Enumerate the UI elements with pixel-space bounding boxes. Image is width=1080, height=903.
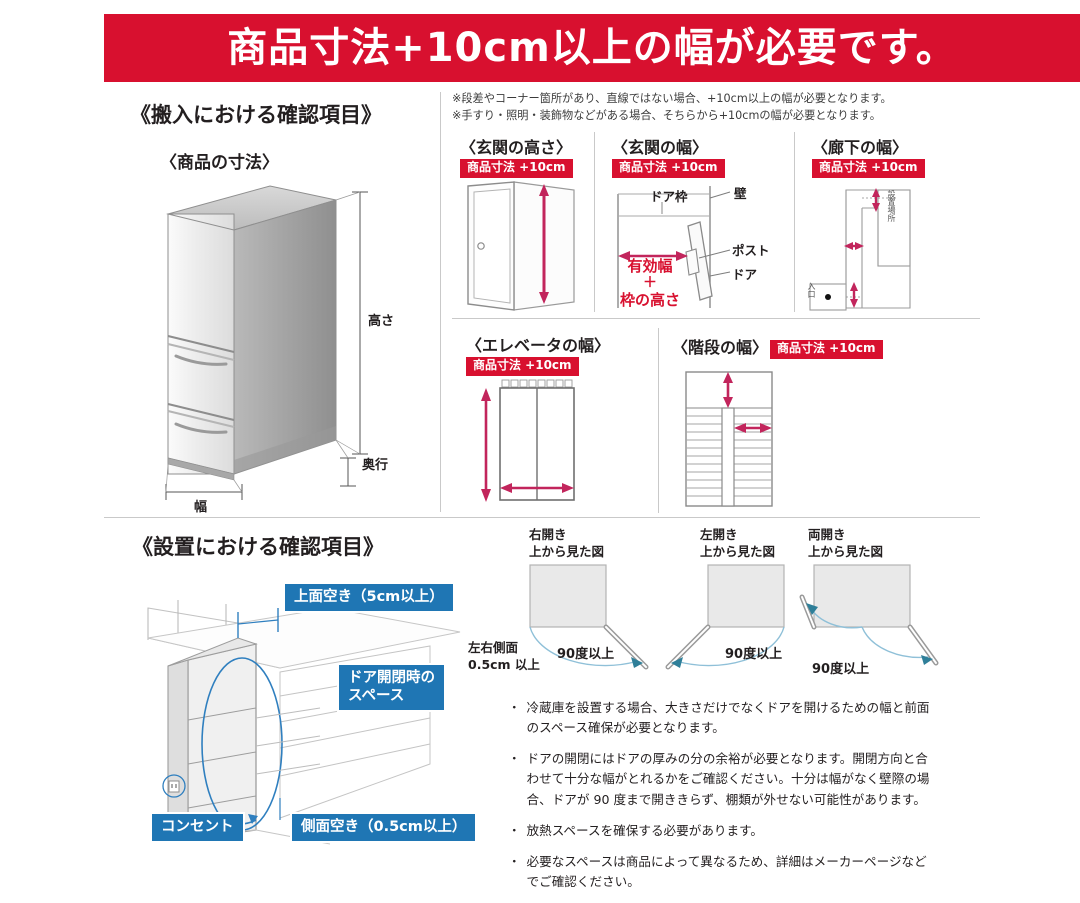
swing-both-svg	[799, 564, 939, 666]
bullet-marker: ・	[508, 700, 521, 715]
bullet-marker: ・	[508, 853, 521, 869]
install-svg	[147, 600, 461, 845]
swing-type-left: 左開き	[700, 527, 738, 542]
delivery-section-heading: 《搬入における確認項目》	[130, 103, 382, 127]
badge-elevator: 商品寸法 +10cm	[466, 357, 579, 376]
bullet-item: ・ ドアの開閉にはドアの厚みの分の余裕が必要となります。開閉方向と合わせて十分な…	[508, 749, 938, 809]
swing-title-right: 右開き上から見た図	[529, 527, 604, 561]
notes-block: ※段差やコーナー箇所があり、直線ではない場合、+10cm以上の幅が必要となります…	[452, 90, 980, 125]
install-bullet-list: ・ 冷蔵庫を設置する場合、大きさだけでなくドアを開けるための幅と前面のスペース確…	[508, 698, 938, 903]
entrance-height-svg	[467, 181, 575, 311]
diagram-swing-right	[528, 563, 658, 685]
label-install-place: 設置場所	[887, 190, 896, 222]
badge-entrance-width: 商品寸法 +10cm	[612, 159, 725, 178]
panel-title-stairs: 〈階段の幅〉	[672, 338, 769, 357]
swing-view-right: 上から見た図	[529, 543, 605, 559]
label-wall: 壁	[734, 186, 747, 201]
swing-title-both: 両開き上から見た図	[808, 527, 883, 561]
corridor-svg	[809, 188, 911, 311]
divider-vertical-entrance	[594, 132, 595, 312]
panel-title-entrance-height: 〈玄関の高さ〉	[460, 138, 573, 157]
bullet-text: 必要なスペースは商品によって異なるため、詳細はメーカーページなどでご確認ください…	[526, 853, 927, 889]
diagram-entrance-height	[452, 176, 592, 316]
badge-entrance-height: 商品寸法 +10cm	[460, 159, 573, 178]
label-height: 高さ	[368, 314, 395, 329]
divider-vertical-left	[440, 92, 441, 512]
bullet-item: ・ 放熱スペースを確保する必要があります。	[508, 821, 938, 841]
bullet-text: 冷蔵庫を設置する場合、大きさだけでなくドアを開けるための幅と前面のスペース確保が…	[526, 700, 930, 736]
label-width: 幅	[194, 500, 208, 515]
note-line-1: ※段差やコーナー箇所があり、直線ではない場合、+10cm以上の幅が必要となります…	[452, 92, 892, 105]
swing-type-right: 右開き	[529, 527, 567, 542]
divider-vertical-corridor	[794, 132, 795, 312]
fridge-svg	[165, 185, 368, 500]
diagram-install-clearances	[130, 568, 490, 852]
angle-label-left: 90度以上	[725, 647, 783, 662]
callout-outlet: コンセント	[150, 812, 245, 844]
panel-title-entrance-width: 〈玄関の幅〉	[612, 138, 709, 157]
stairs-svg	[685, 371, 773, 507]
bullet-marker: ・	[508, 822, 521, 838]
label-depth: 奥行	[362, 458, 389, 473]
panel-title-elevator: 〈エレベータの幅〉	[466, 336, 611, 355]
banner-title: 商品寸法+10cm以上の幅が必要です。	[227, 25, 957, 71]
divider-vertical-stairs	[658, 328, 659, 513]
diagram-elevator	[458, 374, 648, 510]
label-door-frame: ドア枠	[650, 189, 688, 204]
elevator-svg	[481, 379, 575, 502]
swing-type-both: 両開き	[808, 527, 846, 542]
side-clearance-note: 左右側面 0.5cm 以上	[468, 640, 540, 672]
angle-label-both: 90度以上	[812, 662, 870, 677]
callout-door-space: ドア開閉時の スペース	[337, 663, 446, 713]
diagram-swing-both	[796, 563, 946, 685]
label-plus-sign: ＋	[643, 275, 657, 291]
divider-horizontal-panels	[452, 318, 980, 319]
label-door: ドア	[732, 267, 758, 282]
note-line-2: ※手すり・照明・装飾物などがある場合、そちらから+10cmの幅が必要となります。	[452, 109, 881, 123]
label-effective-width: 有効幅	[627, 257, 673, 275]
label-frame-height: 枠の高さ	[619, 291, 680, 309]
bullet-item: ・ 冷蔵庫を設置する場合、大きさだけでなくドアを開けるための幅と前面のスペース確…	[508, 698, 938, 738]
badge-stairs: 商品寸法 +10cm	[770, 340, 883, 359]
swing-right-svg	[529, 564, 649, 670]
product-dimensions-heading: 〈商品の寸法〉	[160, 153, 279, 173]
swing-left-svg	[665, 564, 785, 670]
swing-view-left: 上から見た図	[700, 543, 776, 559]
bullet-item: ・ 必要なスペースは商品によって異なるため、詳細はメーカーページなどでご確認くだ…	[508, 852, 938, 892]
diagram-entrance-width	[600, 180, 796, 316]
panel-title-corridor: 〈廊下の幅〉	[812, 138, 909, 157]
diagram-stairs	[672, 368, 872, 514]
bullet-text: ドアの開閉にはドアの厚みの分の余裕が必要となります。開閉方向と合わせて十分な幅が…	[526, 751, 930, 807]
callout-side-clearance: 側面空き（0.5cm以上）	[290, 812, 478, 844]
bullet-text: 放熱スペースを確保する必要があります。	[526, 822, 764, 838]
divider-horizontal-sections	[104, 517, 980, 518]
entrance-width-svg	[617, 186, 731, 308]
product-dimensions-diagram: 高さ 奥行 幅	[150, 168, 420, 515]
title-banner: 商品寸法+10cm以上の幅が必要です。	[104, 14, 1080, 82]
diagram-swing-left	[660, 563, 790, 685]
swing-view-both: 上から見た図	[808, 543, 884, 559]
infographic-page: 商品寸法+10cm以上の幅が必要です。 ※段差やコーナー箇所があり、直線ではない…	[104, 14, 1080, 889]
install-section-heading: 《設置における確認項目》	[132, 535, 384, 559]
label-entrance: 入口	[807, 282, 816, 298]
badge-corridor: 商品寸法 +10cm	[812, 159, 925, 178]
label-post: ポスト	[732, 243, 770, 258]
angle-label-right: 90度以上	[557, 647, 615, 662]
bullet-marker: ・	[508, 751, 521, 767]
swing-title-left: 左開き上から見た図	[700, 527, 775, 561]
callout-top-clearance: 上面空き（5cm以上）	[283, 582, 455, 614]
diagram-corridor	[800, 180, 980, 316]
